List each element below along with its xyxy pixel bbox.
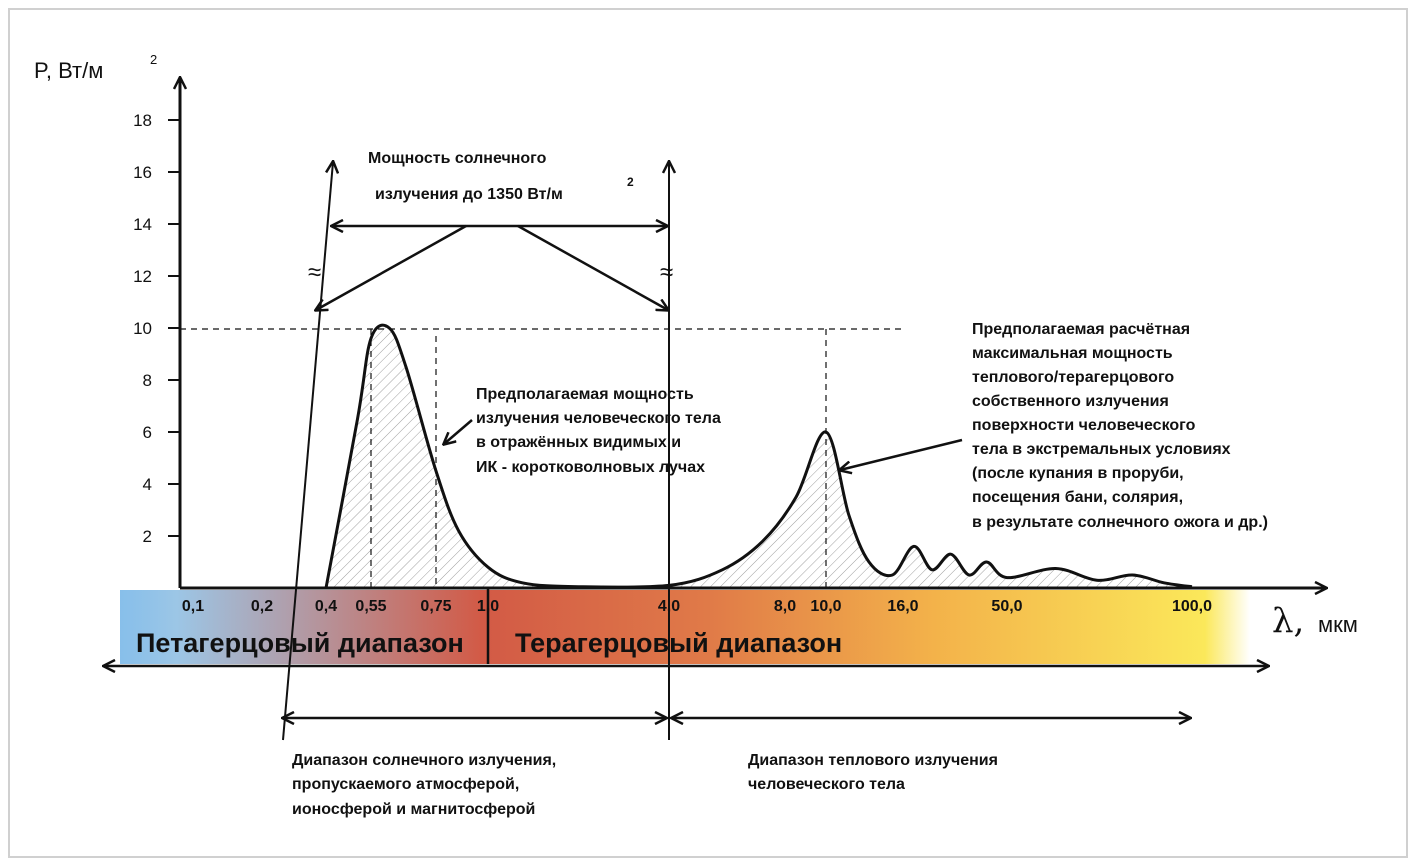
y-tick-label: 14 [133, 215, 152, 234]
solar-range-line2: пропускаемого атмосферой, [292, 776, 519, 793]
emission-curve [324, 323, 1193, 589]
body-thermal-line6: тела в экстремальных условиях [972, 441, 1231, 458]
body-visible-line3: в отражённых видимых и [476, 434, 681, 451]
y-tick-label: 16 [133, 163, 152, 182]
body-thermal-line1: Предполагаемая расчётная [972, 321, 1190, 338]
y-axis-title: P, Вт/м [34, 58, 103, 83]
solar-left-boundary [282, 162, 333, 741]
solar-power-sup: 2 [627, 175, 634, 189]
x-tick-label: 0,75 [420, 598, 451, 615]
body-thermal-line8: посещения бани, солярия, [972, 489, 1183, 506]
x-axis-symbol: λ, [1272, 601, 1304, 641]
x-tick-label: 100,0 [1172, 598, 1212, 615]
body-thermal-line5: поверхности человеческого [972, 417, 1196, 434]
curve-hatch-fill [326, 325, 1192, 588]
x-tick-label: 10,0 [810, 598, 841, 615]
body-thermal-line2: максимальная мощность [972, 345, 1173, 362]
y-ticks: 2 4 6 8 10 12 14 16 18 [133, 111, 180, 546]
x-tick-label: 8,0 [774, 598, 796, 615]
y-tick-label: 4 [143, 475, 152, 494]
solar-range-line1: Диапазон солнечного излучения, [292, 752, 556, 769]
break-mark-right: ≈ [660, 259, 673, 286]
y-tick-label: 6 [143, 423, 152, 442]
break-mark-left: ≈ [308, 259, 321, 286]
thermal-range-line2: человеческого тела [748, 776, 905, 793]
body-visible-line1: Предполагаемая мощность [476, 386, 694, 403]
y-tick-label: 12 [133, 267, 152, 286]
body-visible-line2: излучения человеческого тела [476, 410, 721, 427]
solar-power-line2: излучения до 1350 Вт/м [375, 186, 563, 203]
x-tick-label: 0,2 [251, 598, 273, 615]
body-thermal-line9: в результате солнечного ожога и др.) [972, 514, 1268, 531]
solar-right-diag-arrow [517, 224, 668, 310]
body-visible-annotation: Предполагаемая мощность излучения челове… [476, 386, 721, 476]
x-tick-label: 16,0 [887, 598, 918, 615]
y-tick-label: 10 [133, 319, 152, 338]
solar-power-line1: Мощность солнечного [368, 150, 547, 167]
y-tick-label: 8 [143, 371, 152, 390]
solar-left-diag-arrow [316, 224, 467, 310]
body-thermal-line4: собственного излучения [972, 393, 1169, 410]
x-tick-label: 0,1 [182, 598, 204, 615]
y-tick-label: 2 [143, 527, 152, 546]
tera-band-label: Терагерцовый диапазон [515, 628, 842, 658]
x-tick-label: 0,55 [355, 598, 386, 615]
body-thermal-line7: (после купания в проруби, [972, 465, 1184, 482]
x-tick-label: 0,4 [315, 598, 337, 615]
y-axis-title-sup: 2 [150, 52, 157, 67]
peta-band-label: Петагерцовый диапазон [136, 628, 464, 658]
spectrum-band [120, 590, 1250, 664]
x-axis-unit: мкм [1318, 612, 1358, 637]
body-thermal-line3: теплового/терагерцового [972, 369, 1174, 386]
thermal-range-line1: Диапазон теплового излучения [748, 752, 998, 769]
body-visible-line4: ИК - коротковолновых лучах [476, 459, 705, 476]
body-thermal-pointer [840, 438, 963, 470]
x-tick-label: 1,0 [477, 598, 499, 615]
x-tick-label: 50,0 [991, 598, 1022, 615]
body-thermal-annotation: Предполагаемая расчётная максимальная мо… [972, 321, 1268, 531]
body-visible-pointer [444, 419, 473, 444]
y-tick-label: 18 [133, 111, 152, 130]
solar-range-line3: ионосферой и магнитосферой [292, 801, 535, 818]
